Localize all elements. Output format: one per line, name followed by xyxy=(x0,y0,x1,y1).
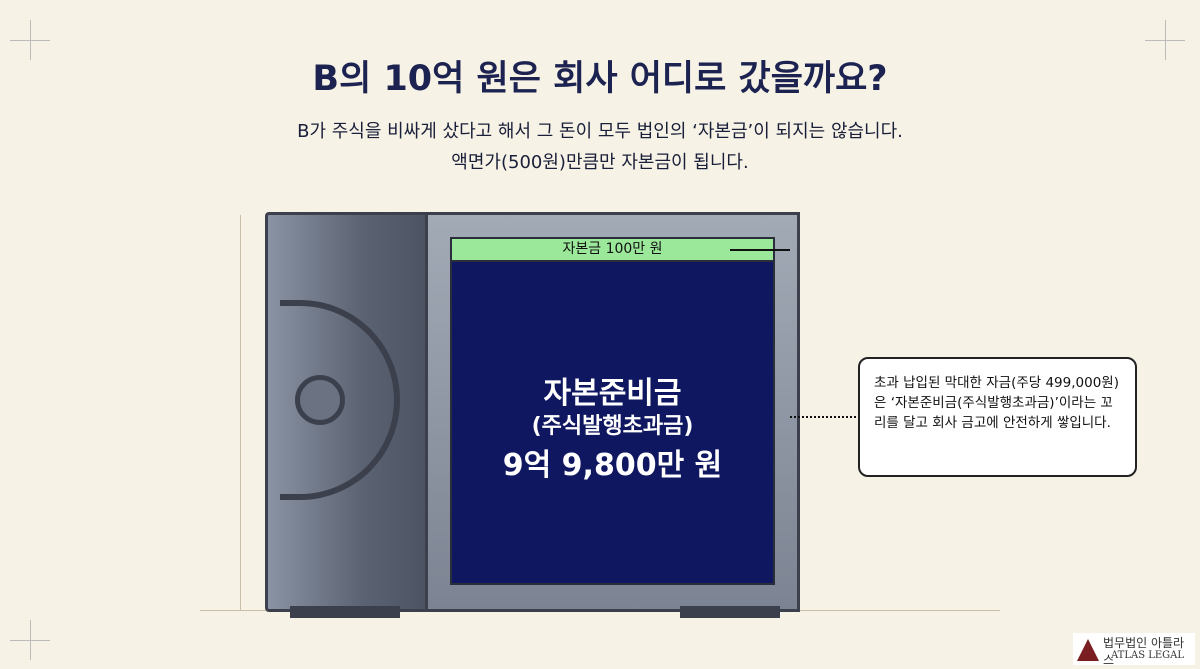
page-title: B의 10억 원은 회사 어디로 갔을까요? xyxy=(312,59,888,99)
vault-dial-icon xyxy=(295,375,345,425)
reserve-amount: 9억 9,800만 원 xyxy=(502,448,723,483)
subtitle-line-1: B가 주식을 비싸게 샀다고 해서 그 돈이 모두 법인의 ‘자본금’이 되지는… xyxy=(297,121,903,142)
atlas-legal-logo: 법무법인 아틀라스 ATLAS LEGAL xyxy=(1073,633,1195,667)
reserve-title: 자본준비금 xyxy=(543,376,682,411)
logo-english: ATLAS LEGAL xyxy=(1111,650,1185,661)
logo-mark-icon xyxy=(1077,639,1099,661)
logo-korean: 법무법인 아틀라스 xyxy=(1103,636,1185,667)
capital-bar: 자본금 100만 원 xyxy=(450,237,775,262)
reserve-panel xyxy=(450,237,775,585)
callout-box: 초과 납입된 막대한 자금(주당 499,000원)은 ‘자본준비금(주식발행초… xyxy=(858,357,1137,477)
subtitle-line-2: 액면가(500원)만큼만 자본금이 됩니다. xyxy=(451,152,749,173)
vault-foot xyxy=(680,606,780,618)
capital-arrow-icon xyxy=(730,249,790,251)
reserve-subtitle: (주식발행초과금) xyxy=(531,414,694,439)
callout-arrow-icon xyxy=(790,416,856,418)
vault-foot xyxy=(290,606,400,618)
